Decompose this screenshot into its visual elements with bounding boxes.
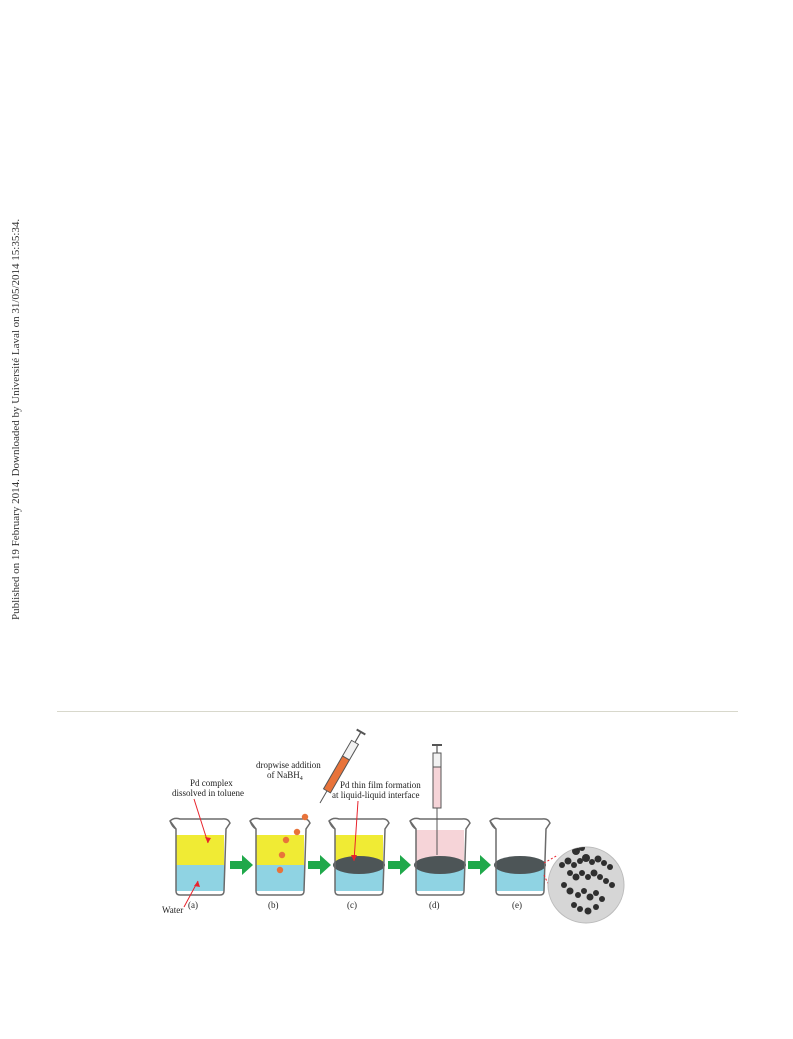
label-pd-complex: Pd complex dissolved in toluene — [172, 778, 244, 844]
label-water: Water — [162, 880, 200, 915]
beaker-b: (b) — [249, 817, 311, 910]
label-film: Pd thin film formation at liquid-liquid … — [332, 780, 421, 862]
zoom-line — [543, 854, 559, 864]
label-water-text: Water — [162, 905, 183, 915]
pd-film — [494, 856, 546, 874]
pointer-line — [353, 800, 359, 862]
tem-inset — [547, 846, 625, 924]
nabh4-drop — [282, 836, 290, 844]
process-diagram: (a) (b) — [162, 728, 625, 924]
step-arrow — [388, 855, 411, 875]
panel-label-b: (b) — [268, 900, 279, 910]
syringe-removal — [432, 744, 442, 855]
beaker-glass — [328, 817, 390, 896]
panel-label-d: (d) — [429, 900, 440, 910]
label-dropwise: dropwise addition of NaBH4 — [256, 760, 321, 782]
pd-film — [414, 856, 466, 874]
svg-text:of NaBH4: of NaBH4 — [267, 770, 303, 782]
pd-film — [333, 856, 385, 874]
pointer-line — [193, 798, 209, 844]
beaker-glass — [169, 817, 231, 896]
toluene-layer — [176, 835, 224, 865]
panel-label-e: (e) — [512, 900, 522, 910]
beaker-d: (d) — [409, 817, 471, 910]
nabh4-drop — [276, 866, 284, 874]
step-arrow — [230, 855, 253, 875]
panel-label-c: (c) — [347, 900, 357, 910]
nabh4-drop — [293, 828, 301, 836]
label-pd-complex-line1: Pd complex — [190, 778, 233, 788]
beaker-glass — [489, 817, 551, 896]
water-layer — [176, 865, 224, 891]
panel-label-a: (a) — [188, 900, 198, 910]
download-stamp: Published on 19 February 2014. Downloade… — [4, 218, 24, 620]
step-arrow — [308, 855, 331, 875]
nabh4-drop — [278, 851, 286, 859]
label-film-line2: at liquid-liquid interface — [332, 790, 419, 800]
label-film-line1: Pd thin film formation — [340, 780, 421, 790]
label-dropwise-line2: of NaBH — [267, 770, 300, 780]
label-pd-complex-line2: dissolved in toluene — [172, 788, 244, 798]
syringe-nabh4 — [319, 728, 366, 804]
section-divider — [57, 711, 738, 712]
download-stamp-text: Published on 19 February 2014. Downloade… — [10, 218, 22, 620]
beaker-glass — [249, 817, 311, 896]
label-dropwise-line1: dropwise addition — [256, 760, 321, 770]
beaker-c: (c) — [328, 817, 390, 910]
nabh4-drop — [301, 813, 309, 821]
toluene-layer — [256, 835, 304, 865]
beaker-a: (a) — [169, 817, 231, 910]
beaker-glass — [409, 817, 471, 896]
beaker-e: (e) — [489, 817, 551, 910]
process-figure: (a) (b) — [150, 715, 640, 940]
step-arrow — [468, 855, 491, 875]
label-dropwise-subscript: 4 — [300, 776, 303, 782]
